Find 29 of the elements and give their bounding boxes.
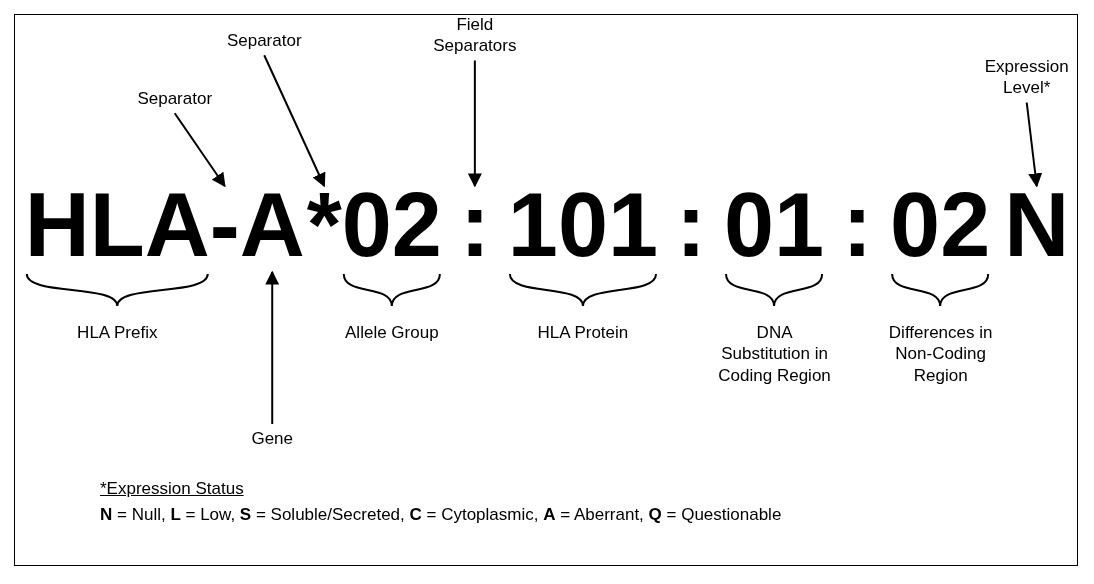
brace-label: DNA Substitution in Coding Region <box>717 322 832 386</box>
allele-name-part: - <box>209 180 240 270</box>
brace-label: Allele Group <box>344 322 440 344</box>
arrow <box>263 54 326 188</box>
note-text: N = Null, L = Low, S = Soluble/Secreted, C = Cytoplasmic, A = Aberrant, Q = Questionable <box>100 504 782 526</box>
annotation-label: Field Separators <box>419 14 530 57</box>
arrow <box>173 112 226 188</box>
allele-name-part: 101 <box>507 180 659 270</box>
allele-name-part: 02 <box>890 180 991 270</box>
allele-name-part: * <box>306 180 342 270</box>
brace-label: HLA Protein <box>536 322 630 344</box>
brace-label: HLA Prefix <box>76 322 159 344</box>
arrow <box>265 270 280 425</box>
allele-name-part: : <box>842 180 873 270</box>
allele-name-part: 01 <box>724 180 825 270</box>
annotation-label: Gene <box>232 428 313 450</box>
allele-name-part: A <box>239 180 305 270</box>
allele-name-part: : <box>459 180 490 270</box>
annotation-label: Separator <box>119 88 230 110</box>
allele-name-part: HLA <box>24 180 210 270</box>
annotation-label: Expression Level* <box>971 56 1082 99</box>
brace-label: Differences in Non-Coding Region <box>887 322 994 386</box>
arrow <box>1025 101 1043 188</box>
arrow <box>467 59 482 188</box>
note-heading: *Expression Status <box>100 478 244 500</box>
allele-name-part: 02 <box>341 180 442 270</box>
allele-name-part: : <box>676 180 706 270</box>
annotation-label: Separator <box>209 30 320 52</box>
allele-name-part: N <box>1004 180 1070 270</box>
